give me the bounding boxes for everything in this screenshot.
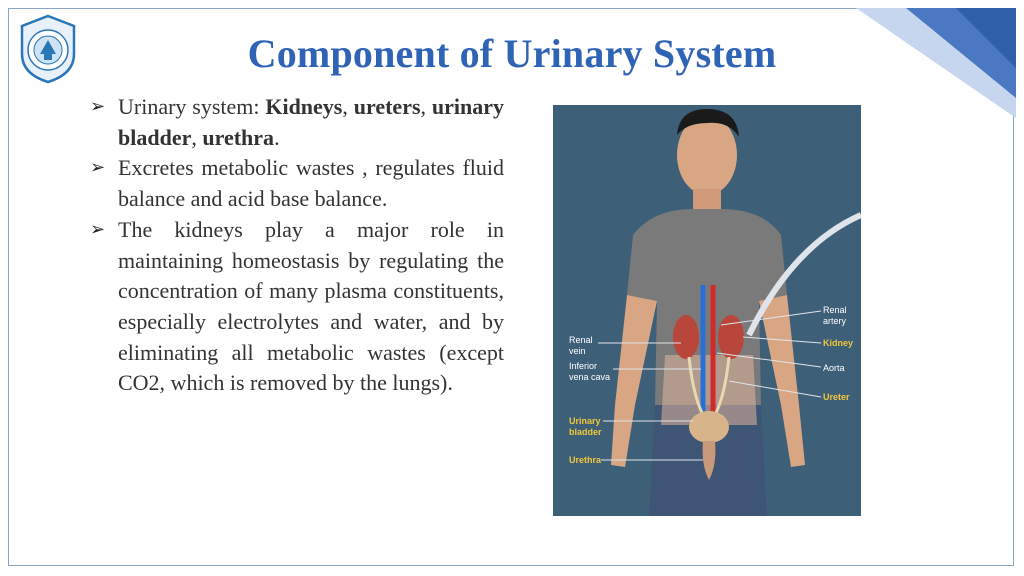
left-ureter: [687, 356, 705, 416]
separator: ,: [191, 124, 203, 150]
bullet-list: ➢ Urinary system: Kidneys, ureters, urin…: [88, 92, 504, 399]
term-ureters: ureters: [353, 94, 421, 119]
term-kidneys: Kidneys: [265, 94, 343, 119]
label-urinary-bladder-1: Urinary: [569, 416, 601, 426]
head: [677, 115, 737, 195]
label-ivc-2: vena cava: [569, 372, 610, 382]
slide-frame: [8, 8, 1014, 566]
bullet-text: Urinary system:: [118, 94, 266, 119]
label-renal-vein-2: vein: [569, 346, 586, 356]
bullet-text: Excretes metabolic wastes , regulates fl…: [118, 155, 504, 212]
bullet-text: The kidneys play a major role in maintai…: [118, 216, 504, 396]
bladder: [689, 411, 729, 443]
bullet-item: ➢ Excretes metabolic wastes , regulates …: [88, 153, 504, 214]
corner-decoration: [856, 8, 1016, 118]
hair: [677, 109, 739, 137]
right-arm: [759, 295, 805, 467]
bullet-item: ➢ Urinary system: Kidneys, ureters, urin…: [88, 92, 504, 153]
label-renal-artery-2: artery: [823, 316, 847, 326]
zoom-pointer: [746, 212, 861, 337]
label-urinary-bladder-2: bladder: [569, 427, 602, 437]
separator: ,: [420, 94, 432, 119]
label-aorta: Aorta: [823, 363, 845, 373]
label-renal-artery-1: Renal: [823, 305, 847, 315]
right-ureter: [713, 356, 731, 416]
bullet-item: ➢ The kidneys play a major role in maint…: [88, 215, 504, 399]
separator: .: [274, 124, 280, 150]
arrow-bullet-icon: ➢: [90, 96, 106, 117]
arrow-bullet-icon: ➢: [90, 157, 106, 179]
left-arm: [611, 295, 657, 467]
page-title: Component of Urinary System: [247, 31, 777, 76]
urethra-shape: [702, 441, 716, 480]
separator: ,: [342, 94, 354, 119]
label-ureter: Ureter: [823, 392, 850, 402]
right-kidney: [718, 315, 744, 359]
urinary-system-illustration: Renal vein Inferior vena cava Urinary bl…: [553, 105, 861, 516]
university-logo-icon: [20, 14, 76, 84]
label-kidney: Kidney: [823, 338, 853, 348]
label-renal-vein-1: Renal: [569, 335, 593, 345]
term-urethra: urethra: [202, 124, 275, 150]
term-urinary-bladder: urinary bladder: [118, 94, 505, 150]
label-ivc-1: Inferior: [569, 361, 597, 371]
left-kidney: [673, 315, 699, 359]
label-urethra: Urethra: [569, 455, 602, 465]
abdomen-window: [661, 355, 757, 425]
arrow-bullet-icon: ➢: [90, 218, 106, 240]
